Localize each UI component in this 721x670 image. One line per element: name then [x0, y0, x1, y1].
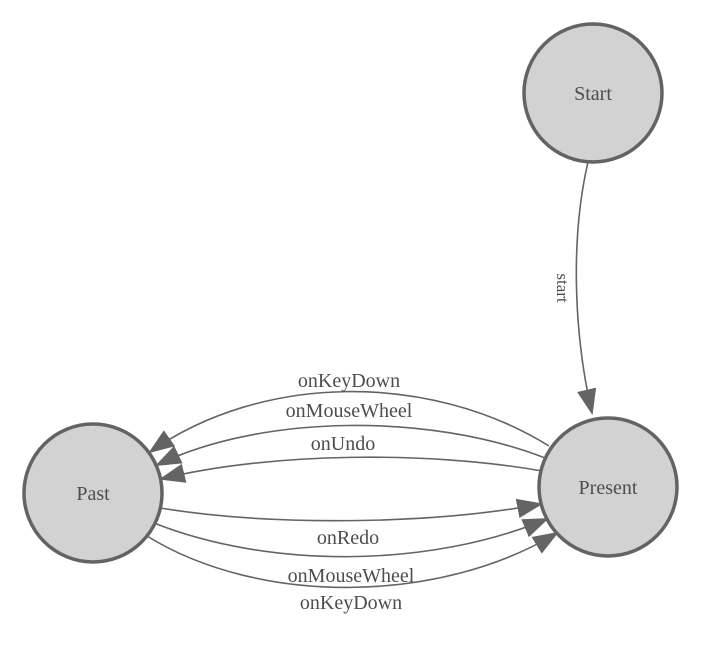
node-present: Present — [537, 416, 679, 558]
edge-present-to-past-onundo-path — [158, 456, 543, 483]
edges-layer: start onKeyDown onMouseWheel onUndo onRedo on… — [146, 161, 597, 614]
node-past-circle[interactable] — [22, 422, 164, 564]
edge-present-to-past-onkeydown-path — [148, 390, 550, 454]
edge-past-to-present-onredo: onRedo — [159, 498, 544, 549]
edge-present-to-past-onmousewheel-path — [155, 424, 546, 466]
edge-start-to-present-label: start — [553, 273, 572, 303]
edge-present-to-past-onkeydown-label: onKeyDown — [298, 370, 400, 392]
edge-present-to-past-onmousewheel-label: onMouseWheel — [286, 400, 413, 422]
edge-past-to-present-onredo-label: onRedo — [317, 527, 379, 549]
node-present-circle[interactable] — [537, 416, 679, 558]
edge-past-to-present-onredo-path — [159, 498, 544, 522]
edge-past-to-present-onmousewheel-path — [153, 518, 549, 558]
edge-past-to-present-onmousewheel: onMouseWheel — [153, 518, 549, 587]
node-start-circle[interactable] — [522, 22, 664, 164]
node-start-label: Start — [574, 83, 612, 105]
edge-start-to-present-path — [575, 161, 597, 416]
node-past-label: Past — [76, 483, 110, 505]
edge-present-to-past-onundo: onUndo — [158, 433, 543, 483]
node-present-label: Present — [579, 477, 638, 499]
edge-start-to-present: start — [553, 161, 597, 416]
edge-present-to-past-onmousewheel: onMouseWheel — [155, 400, 546, 466]
node-past: Past — [22, 422, 164, 564]
edge-present-to-past-onundo-label: onUndo — [311, 433, 375, 455]
edge-past-to-present-onkeydown-label: onKeyDown — [300, 592, 402, 614]
edge-past-to-present-onmousewheel-label: onMouseWheel — [288, 565, 415, 587]
edge-past-to-present-onkeydown-path — [146, 531, 559, 589]
edge-past-to-present-onkeydown: onKeyDown — [146, 531, 559, 614]
edge-present-to-past-onkeydown: onKeyDown — [148, 370, 550, 454]
node-start: Start — [522, 22, 664, 164]
